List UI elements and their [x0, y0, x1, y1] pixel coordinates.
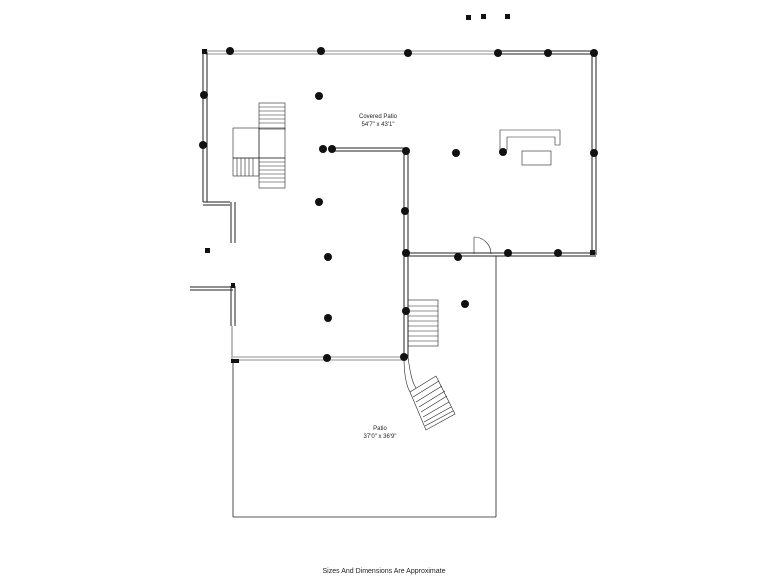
room-dimensions: 54'7" x 43'1" — [361, 122, 395, 128]
patio-outline — [232, 256, 497, 518]
stair-curved — [403, 356, 456, 431]
markers — [202, 14, 595, 363]
sofa — [499, 129, 561, 151]
door-swing — [473, 236, 492, 255]
coffee-table — [521, 150, 552, 166]
footer-note: Sizes And Dimensions Are Approximate — [322, 568, 446, 575]
stair-right-straight — [407, 299, 439, 347]
room-name: Patio — [373, 426, 387, 432]
room-dimensions: 37'0" x 36'9" — [363, 434, 397, 440]
covered-patio-walls — [190, 50, 597, 361]
room-label-covered-patio: Covered Patio 54'7" x 43'1" — [333, 113, 423, 129]
columns — [199, 47, 598, 362]
room-name: Covered Patio — [358, 114, 398, 120]
room-label-patio: Patio 37'0" x 36'9" — [335, 425, 425, 441]
stair-upper-left — [232, 102, 286, 189]
